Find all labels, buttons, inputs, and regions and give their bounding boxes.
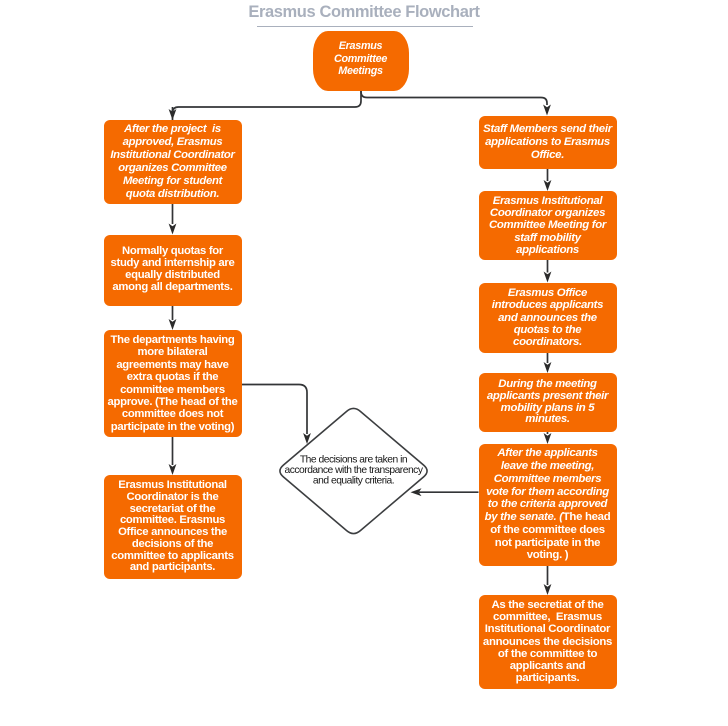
- svg-text:and equality criteria.: and equality criteria.: [313, 476, 394, 487]
- svg-text:The decisions are taken in: The decisions are taken in: [300, 454, 408, 465]
- svg-text:accordance with the transparen: accordance with the transparency: [285, 465, 424, 476]
